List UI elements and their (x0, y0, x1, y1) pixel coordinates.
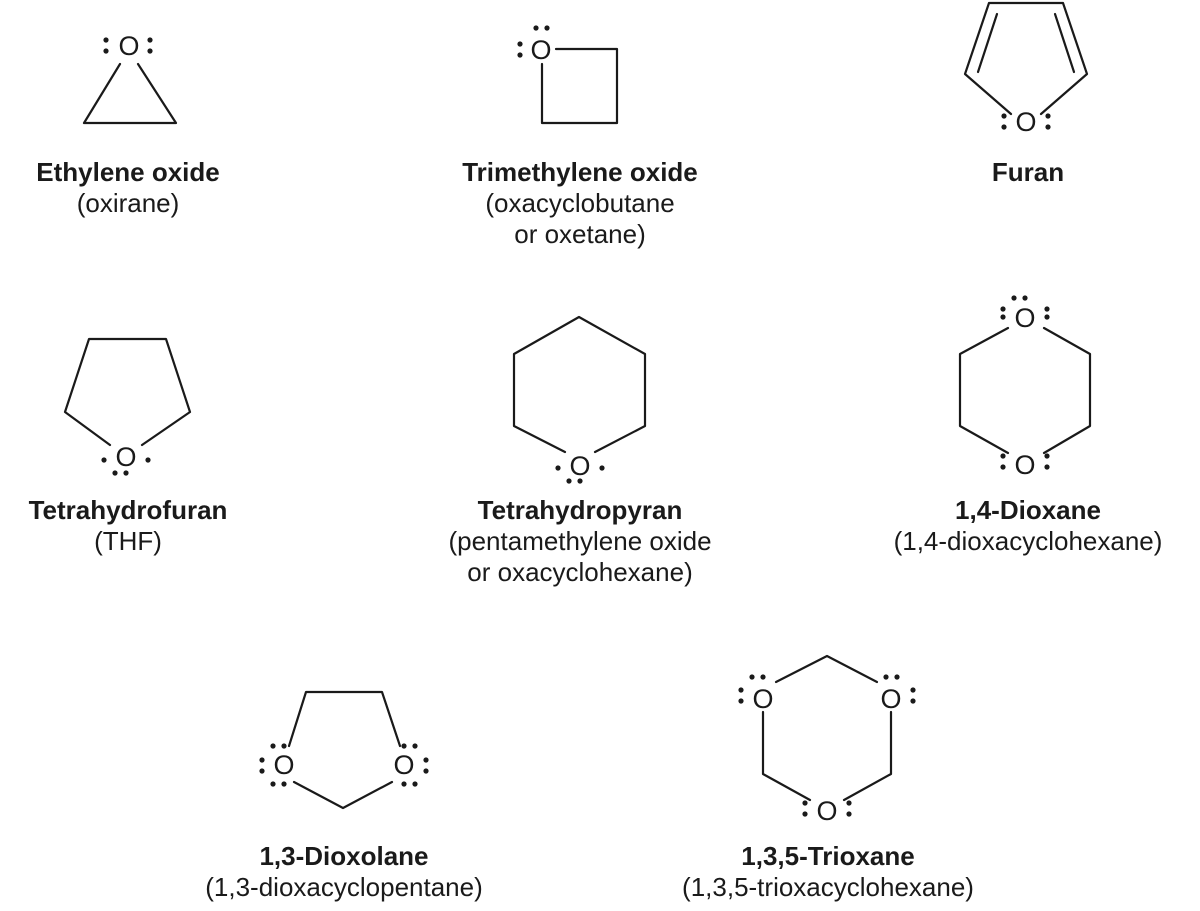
compound-alt-name: (THF) (94, 526, 162, 556)
1-3-dioxolane-structure: O O (259, 690, 429, 810)
trimethylene-oxide-structure: O (517, 25, 619, 125)
lone-pair-dots (517, 25, 550, 58)
1-4-dioxane-label: 1,4-Dioxane (1,4-dioxacyclohexane) (894, 495, 1163, 557)
lone-pair-dots (1000, 295, 1050, 470)
tetrahydropyran-label: Tetrahydropyran (pentamethylene oxide or… (448, 495, 711, 588)
tetrahydropyran-structure: O (512, 315, 647, 484)
1-3-dioxolane-label: 1,3-Dioxolane (1,3-dioxacyclopentane) (205, 841, 483, 903)
compound-alt-name: (1,3-dioxacyclopentane) (205, 872, 483, 902)
oxygen-atom: O (569, 451, 590, 481)
ethylene-oxide-label: Ethylene oxide (oxirane) (36, 157, 220, 219)
oxygen-atom-right: O (393, 750, 414, 780)
tetrahydrofuran-structure: O (63, 337, 192, 476)
compound-alt-name: (oxirane) (76, 188, 180, 218)
oxygen-atom: O (1015, 107, 1036, 137)
compound-name: Tetrahydropyran (477, 495, 683, 525)
trimethylene-oxide-label: Trimethylene oxide (oxacyclobutane or ox… (462, 157, 698, 250)
oxygen-atom-left: O (752, 684, 773, 714)
compound-name: Tetrahydrofuran (28, 495, 228, 525)
lone-pair-dots (259, 743, 429, 787)
compound-alt-name: (1,3,5-trioxacyclohexane) (682, 872, 974, 902)
lone-pair-dots (101, 457, 151, 476)
oxygen-atom-bottom: O (816, 796, 837, 826)
lone-pair-dots (103, 37, 153, 54)
compound-name: Trimethylene oxide (462, 157, 698, 187)
furan-structure: O (963, 1, 1089, 137)
lone-pair-dots (1001, 113, 1051, 130)
oxygen-atom-right: O (880, 684, 901, 714)
compound-alt-name: or oxacyclohexane) (467, 557, 693, 587)
furan-label: Furan (992, 157, 1064, 188)
compound-alt-name: (oxacyclobutane (485, 188, 675, 218)
oxygen-atom: O (115, 442, 136, 472)
compound-name: Furan (991, 157, 1065, 187)
oxygen-atom-left: O (273, 750, 294, 780)
compound-alt-name: (1,4-dioxacyclohexane) (893, 526, 1163, 556)
compound-name: 1,3,5-Trioxane (741, 841, 915, 871)
lone-pair-dots (738, 674, 916, 817)
ethylene-oxide-structure: O (82, 31, 178, 125)
lone-pair-dots (555, 465, 605, 484)
oxygen-atom: O (118, 31, 139, 61)
oxygen-atom-bottom: O (1014, 450, 1035, 480)
oxygen-atom-top: O (1014, 303, 1035, 333)
oxygen-atom: O (530, 35, 551, 65)
1-4-dioxane-structure: O O (958, 295, 1092, 480)
compound-alt-name: or oxetane) (514, 219, 646, 249)
compound-name: Ethylene oxide (36, 157, 220, 187)
tetrahydrofuran-label: Tetrahydrofuran (THF) (29, 495, 228, 557)
compound-name: 1,4-Dioxane (955, 495, 1101, 525)
1-3-5-trioxane-label: 1,3,5-Trioxane (1,3,5-trioxacyclohexane) (682, 841, 974, 903)
1-3-5-trioxane-structure: O O O (738, 654, 916, 826)
compound-name: 1,3-Dioxolane (259, 841, 429, 871)
compound-alt-name: (pentamethylene oxide (448, 526, 712, 556)
